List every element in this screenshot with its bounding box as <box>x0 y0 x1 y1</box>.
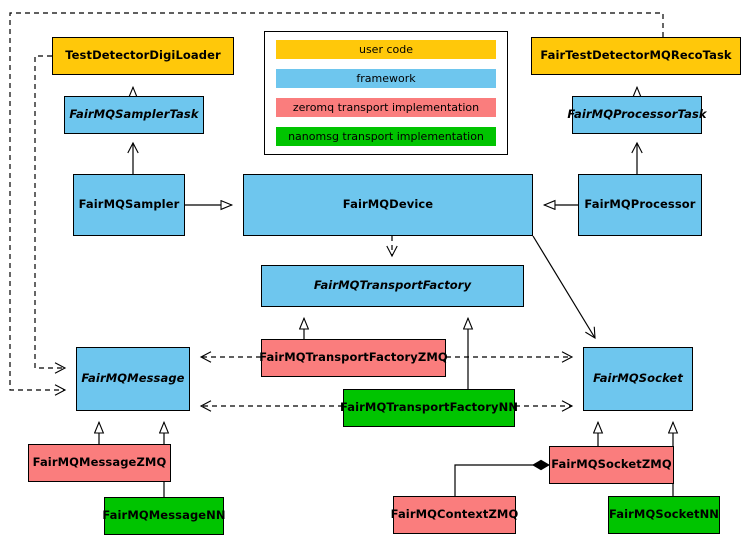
class-box-fairmq-context-zmq[interactable]: FairMQContextZMQ <box>390 496 519 534</box>
class-box-fairmq-transport-factory-zmq[interactable]: FairMQTransportFactoryZMQ <box>259 339 448 377</box>
class-box-fairmq-device[interactable]: FairMQDevice <box>243 174 533 236</box>
class-label: FairMQContextZMQ <box>390 507 519 522</box>
edge-device-to-socket <box>532 235 596 340</box>
class-label: FairMQSocketNN <box>608 507 720 522</box>
class-box-fairmq-socket-nn[interactable]: FairMQSocketNN <box>608 496 720 534</box>
edge-contextzmq-to-socketzmq <box>454 459 550 496</box>
legend-label: zeromq transport implementation <box>292 101 480 114</box>
class-box-fairmq-sampler-task[interactable]: FairMQSamplerTask <box>64 96 204 134</box>
class-box-fairmq-processor[interactable]: FairMQProcessor <box>578 174 702 236</box>
class-box-test-detector-digi-loader[interactable]: TestDetectorDigiLoader <box>52 37 234 75</box>
class-label: FairMQSamplerTask <box>69 107 199 122</box>
legend-label: user code <box>358 43 414 56</box>
class-label: FairMQTransportFactory <box>313 278 472 293</box>
class-box-fairmq-transport-factory-nn[interactable]: FairMQTransportFactoryNN <box>339 389 519 427</box>
class-label: FairMQDevice <box>342 197 434 212</box>
legend-label: nanomsg transport implementation <box>288 130 484 143</box>
legend: user code framework zeromq transport imp… <box>264 31 508 155</box>
class-label: FairMQMessage <box>81 371 185 386</box>
legend-item-framework: framework <box>276 69 496 88</box>
class-label: FairMQTransportFactoryZMQ <box>259 350 448 365</box>
edge-digiloader-to-message <box>34 55 67 374</box>
class-label: FairMQSocketZMQ <box>551 457 672 472</box>
class-label: TestDetectorDigiLoader <box>65 48 221 63</box>
class-box-fairmq-message-zmq[interactable]: FairMQMessageZMQ <box>28 444 171 482</box>
class-label: FairMQMessageNN <box>102 508 226 523</box>
class-label: FairMQProcessor <box>584 197 696 212</box>
class-label: FairMQTransportFactoryNN <box>339 400 519 415</box>
class-box-fairmq-processor-task[interactable]: FairMQProcessorTask <box>567 96 707 134</box>
class-label: FairMQMessageZMQ <box>32 455 167 470</box>
legend-item-user-code: user code <box>276 40 496 59</box>
class-label: FairMQSocket <box>593 371 683 386</box>
legend-label: framework <box>356 72 416 85</box>
legend-item-nanomsg: nanomsg transport implementation <box>276 127 496 146</box>
legend-item-zeromq: zeromq transport implementation <box>276 98 496 117</box>
class-box-fairmq-sampler[interactable]: FairMQSampler <box>73 174 185 236</box>
class-box-fairmq-message-nn[interactable]: FairMQMessageNN <box>102 497 226 535</box>
class-box-fairmq-message[interactable]: FairMQMessage <box>76 347 190 411</box>
class-label: FairMQProcessorTask <box>567 107 707 122</box>
class-box-fairmq-transport-factory[interactable]: FairMQTransportFactory <box>261 265 524 307</box>
class-box-fairmq-socket[interactable]: FairMQSocket <box>583 347 693 411</box>
class-box-fairmq-socket-zmq[interactable]: FairMQSocketZMQ <box>549 446 674 484</box>
class-label: FairMQSampler <box>78 197 180 212</box>
class-label: FairTestDetectorMQRecoTask <box>540 48 732 63</box>
class-box-fair-test-detector-mq-reco-task[interactable]: FairTestDetectorMQRecoTask <box>531 37 741 75</box>
